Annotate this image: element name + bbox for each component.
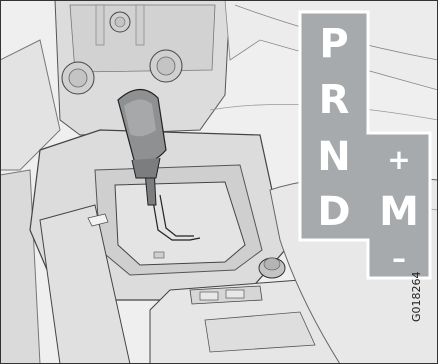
gear-position-p: P xyxy=(312,24,356,64)
gear-position-r: R xyxy=(312,80,356,120)
downshift-sign: – xyxy=(384,245,414,273)
figure-code: G018264 xyxy=(410,271,423,322)
gear-position-d: D xyxy=(312,192,356,232)
upshift-sign: + xyxy=(384,146,414,174)
gear-position-n: N xyxy=(312,137,356,177)
manual-mode-label: M xyxy=(374,192,424,232)
